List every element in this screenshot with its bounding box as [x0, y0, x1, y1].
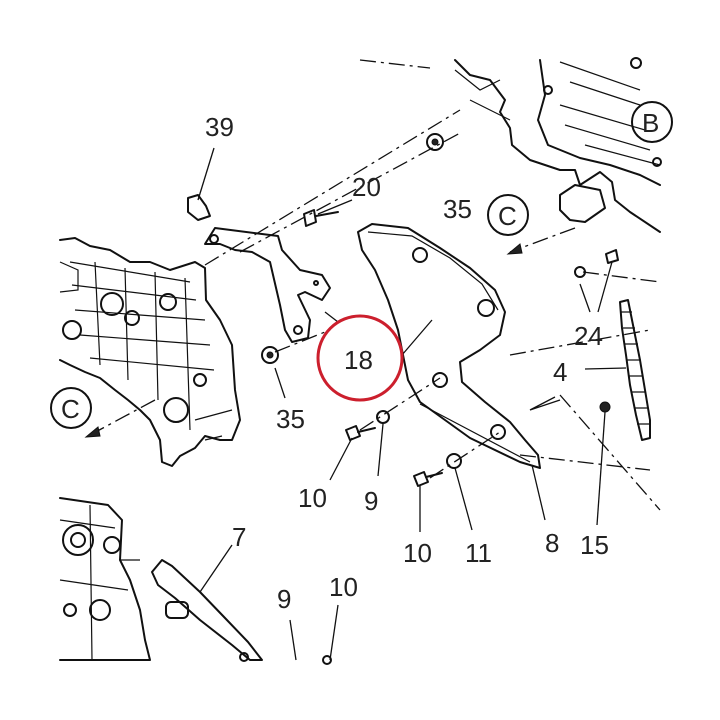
bolt-fastener-15 — [599, 401, 611, 413]
screw-fastener-10c — [322, 655, 332, 665]
cover-plate-part — [357, 223, 541, 469]
view-ref-c-right: C — [487, 194, 529, 236]
callout-7: 7 — [232, 522, 246, 552]
screw-fastener-10b — [413, 471, 443, 487]
callout-10-c: 10 — [329, 572, 358, 602]
left-housing-part — [59, 237, 241, 467]
nut-fastener-35-left — [261, 346, 279, 364]
callout-24: 24 — [574, 321, 603, 351]
callout-18: 18 — [344, 345, 373, 375]
svg-text:B: B — [642, 108, 659, 138]
washer-fastener-9a — [376, 410, 390, 424]
callout-39: 39 — [205, 112, 234, 142]
callout-4: 4 — [553, 357, 567, 387]
callout-10-b: 10 — [403, 538, 432, 568]
callout-labels: 39 20 35 35 18 24 4 10 9 10 11 8 15 7 9 … — [205, 112, 609, 614]
lower-left-housing-part — [59, 497, 151, 661]
callout-35-left: 35 — [276, 404, 305, 434]
callout-20: 20 — [352, 172, 381, 202]
svg-text:C: C — [61, 394, 80, 424]
callout-9-b: 9 — [277, 584, 291, 614]
screw-fastener-20 — [303, 209, 339, 227]
upper-right-housing-part — [454, 57, 662, 233]
ladder-part — [619, 299, 651, 441]
bracket-part — [204, 227, 331, 343]
highlight-ring — [316, 314, 404, 402]
view-ref-c-left: C — [50, 387, 92, 429]
gasket-part — [151, 559, 263, 662]
callout-10-a: 10 — [298, 483, 327, 513]
callout-35-top: 35 — [443, 194, 472, 224]
nut-fastener-35-top — [426, 133, 444, 151]
washer-fastener-11 — [446, 453, 462, 469]
assembly-centerlines — [89, 59, 661, 511]
callout-11: 11 — [465, 538, 492, 568]
view-arrowheads — [84, 243, 523, 438]
callout-15: 15 — [580, 530, 609, 560]
view-ref-b: B — [631, 101, 673, 143]
leader-lines — [197, 147, 627, 661]
svg-text:C: C — [498, 201, 517, 231]
callout-8: 8 — [545, 528, 559, 558]
callout-9-a: 9 — [364, 486, 378, 516]
screw-fastener-10a — [345, 425, 376, 441]
clip-fastener — [187, 194, 211, 221]
